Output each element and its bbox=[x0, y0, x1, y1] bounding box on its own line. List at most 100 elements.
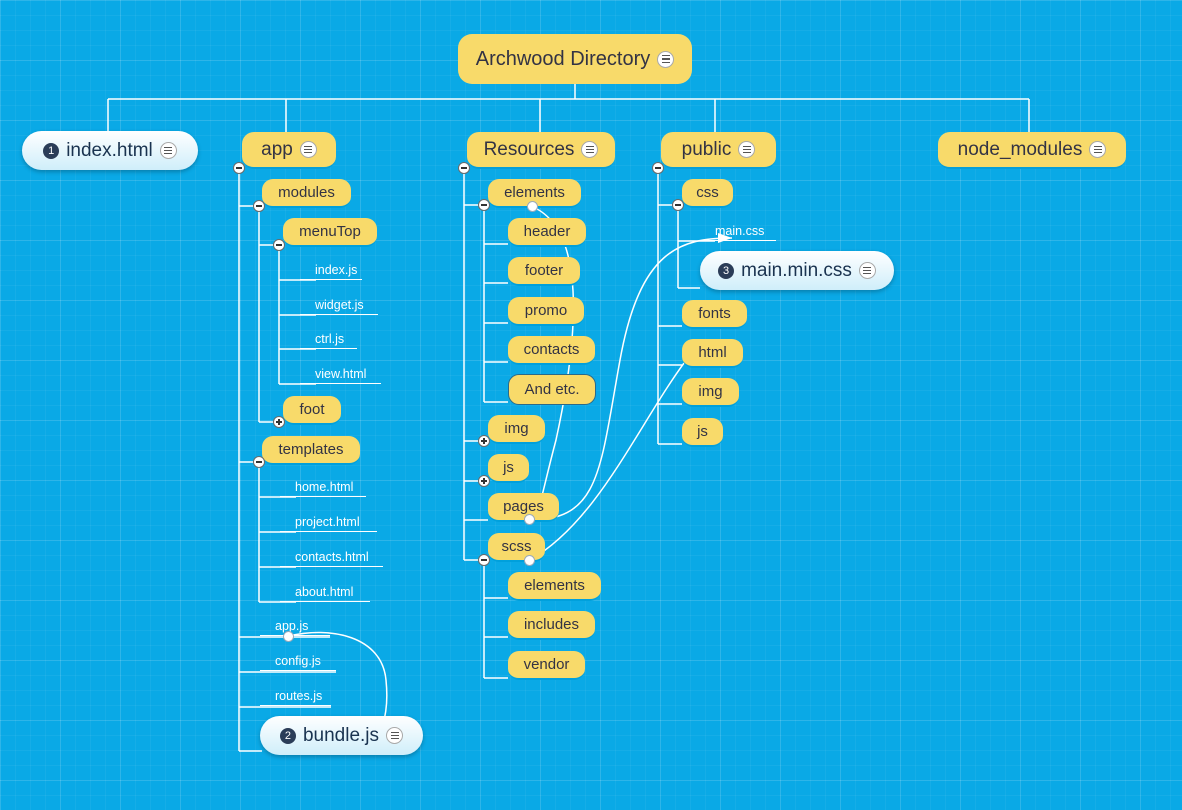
file-leaf[interactable]: ctrl.js bbox=[300, 332, 357, 349]
node-label: app bbox=[261, 138, 293, 160]
node-modules-node[interactable]: node_modules bbox=[938, 132, 1126, 169]
file-label: contacts.html bbox=[295, 550, 369, 564]
node-label: And etc. bbox=[524, 381, 580, 398]
bundle-js-node[interactable]: 2 bundle.js bbox=[260, 716, 423, 755]
scss-node[interactable]: scss bbox=[488, 533, 545, 562]
node-label: bundle.js bbox=[302, 724, 380, 746]
root-label: Archwood Directory bbox=[475, 47, 651, 70]
scss-elements-node[interactable]: elements bbox=[508, 572, 601, 601]
contacts-node[interactable]: contacts bbox=[508, 336, 595, 365]
node-label: foot bbox=[299, 401, 325, 418]
file-label: about.html bbox=[295, 585, 354, 599]
file-leaf[interactable]: project.html bbox=[280, 515, 377, 532]
node-label: elements bbox=[504, 184, 565, 201]
collapse-toggle[interactable] bbox=[478, 199, 490, 211]
collapse-toggle[interactable] bbox=[233, 162, 245, 174]
html-node[interactable]: html bbox=[682, 339, 743, 368]
file-leaf[interactable]: config.js bbox=[260, 654, 336, 671]
foot-node[interactable]: foot bbox=[283, 396, 341, 425]
file-leaf[interactable]: about.html bbox=[280, 585, 370, 602]
file-leaf[interactable]: app.js bbox=[260, 619, 330, 636]
node-label: includes bbox=[523, 616, 580, 633]
header-node[interactable]: header bbox=[508, 218, 586, 247]
public-node[interactable]: public bbox=[661, 132, 776, 169]
fonts-node[interactable]: fonts bbox=[682, 300, 747, 329]
file-label: app.js bbox=[275, 619, 309, 633]
relationship-handle[interactable] bbox=[524, 555, 535, 566]
collapse-toggle[interactable] bbox=[478, 554, 490, 566]
vendor-node[interactable]: vendor bbox=[508, 651, 585, 680]
note-icon[interactable] bbox=[858, 262, 876, 279]
file-label: routes.js bbox=[275, 689, 323, 703]
pages-node[interactable]: pages bbox=[488, 493, 559, 522]
node-label: vendor bbox=[523, 656, 570, 673]
file-leaf[interactable]: main.css bbox=[700, 224, 776, 241]
main-min-css-node[interactable]: 3 main.min.css bbox=[700, 251, 894, 290]
note-icon[interactable] bbox=[738, 141, 756, 158]
includes-node[interactable]: includes bbox=[508, 611, 595, 640]
node-label: css bbox=[696, 184, 719, 201]
public-img-node[interactable]: img bbox=[682, 378, 739, 407]
file-label: ctrl.js bbox=[315, 332, 345, 346]
file-label: index.js bbox=[315, 263, 358, 277]
node-label: public bbox=[681, 138, 732, 160]
root-node[interactable]: Archwood Directory bbox=[458, 34, 692, 84]
node-label: main.min.css bbox=[741, 259, 852, 281]
expand-toggle[interactable] bbox=[478, 435, 490, 447]
relationship-handle[interactable] bbox=[527, 201, 538, 212]
file-leaf[interactable]: index.js bbox=[300, 263, 362, 280]
node-label: menuTop bbox=[299, 223, 361, 240]
note-icon[interactable] bbox=[299, 141, 317, 158]
note-icon[interactable] bbox=[1089, 141, 1107, 158]
collapse-toggle[interactable] bbox=[458, 162, 470, 174]
expand-toggle[interactable] bbox=[478, 475, 490, 487]
node-label: img bbox=[504, 420, 529, 437]
note-icon[interactable] bbox=[581, 141, 599, 158]
file-leaf[interactable]: widget.js bbox=[300, 298, 378, 315]
file-label: project.html bbox=[295, 515, 360, 529]
resources-node[interactable]: Resources bbox=[467, 132, 615, 169]
node-label: js bbox=[503, 459, 514, 476]
relationship-handle[interactable] bbox=[283, 631, 294, 642]
file-leaf[interactable]: home.html bbox=[280, 480, 366, 497]
collapse-toggle[interactable] bbox=[253, 456, 265, 468]
expand-toggle[interactable] bbox=[273, 416, 285, 428]
modules-node[interactable]: modules bbox=[262, 179, 351, 208]
file-leaf[interactable]: routes.js bbox=[260, 689, 331, 706]
app-node[interactable]: app bbox=[242, 132, 336, 169]
public-js-node[interactable]: js bbox=[682, 418, 723, 447]
collapse-toggle[interactable] bbox=[652, 162, 664, 174]
collapse-toggle[interactable] bbox=[253, 200, 265, 212]
relationship-handle[interactable] bbox=[524, 514, 535, 525]
index-html-node[interactable]: 1 index.html bbox=[22, 131, 198, 170]
css-node[interactable]: css bbox=[682, 179, 733, 208]
priority-badge: 3 bbox=[718, 262, 735, 279]
note-icon[interactable] bbox=[159, 142, 177, 159]
file-label: widget.js bbox=[315, 298, 364, 312]
node-label: promo bbox=[524, 302, 568, 319]
templates-node[interactable]: templates bbox=[262, 436, 360, 465]
node-label: header bbox=[523, 223, 571, 240]
resources-img-node[interactable]: img bbox=[488, 415, 545, 444]
menutop-node[interactable]: menuTop bbox=[283, 218, 377, 247]
collapse-toggle[interactable] bbox=[672, 199, 684, 211]
collapse-toggle[interactable] bbox=[273, 239, 285, 251]
note-icon[interactable] bbox=[386, 727, 404, 744]
node-label: Resources bbox=[483, 138, 575, 160]
and-etc-node[interactable]: And etc. bbox=[508, 374, 596, 405]
node-label: scss bbox=[501, 538, 532, 555]
resources-js-node[interactable]: js bbox=[488, 454, 529, 483]
file-leaf[interactable]: view.html bbox=[300, 367, 381, 384]
promo-node[interactable]: promo bbox=[508, 297, 584, 326]
priority-badge: 2 bbox=[279, 727, 296, 744]
node-label: html bbox=[698, 344, 727, 361]
node-label: img bbox=[698, 383, 723, 400]
file-label: home.html bbox=[295, 480, 354, 494]
node-label: footer bbox=[524, 262, 564, 279]
footer-node[interactable]: footer bbox=[508, 257, 580, 286]
note-icon[interactable] bbox=[657, 50, 675, 68]
file-label: main.css bbox=[715, 224, 765, 238]
file-label: config.js bbox=[275, 654, 321, 668]
file-leaf[interactable]: contacts.html bbox=[280, 550, 383, 567]
